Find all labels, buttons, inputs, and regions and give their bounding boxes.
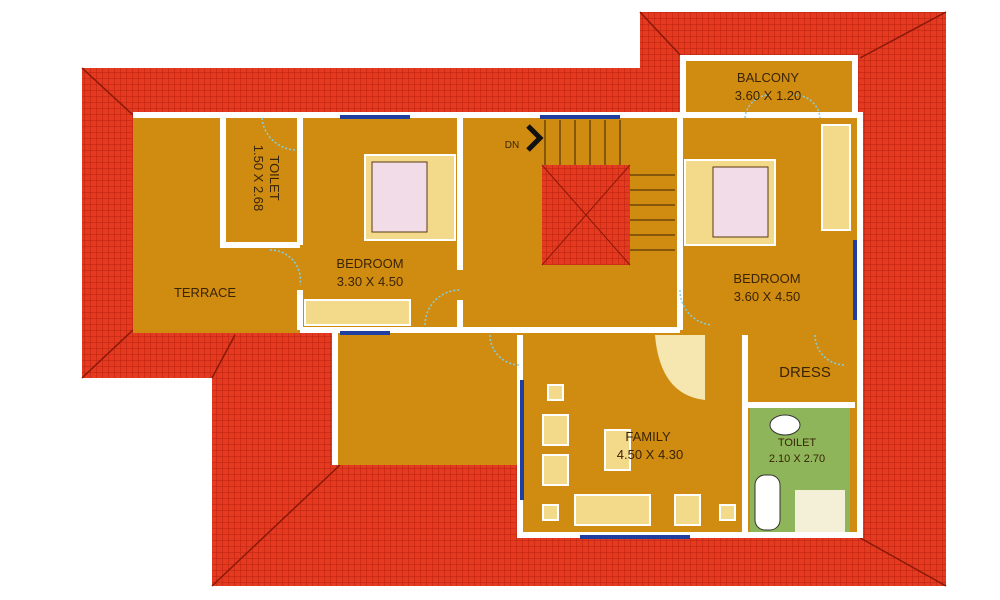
balcony-label: BALCONY <box>737 70 799 85</box>
bed-left <box>364 154 456 241</box>
wardrobe-dress <box>655 335 705 400</box>
bedroom-right-size: 3.60 X 4.50 <box>734 289 801 304</box>
toilet-fixtures <box>754 414 845 532</box>
door-swings <box>261 94 846 366</box>
toilet-right-label: TOILET <box>778 437 817 449</box>
family-furniture <box>542 384 736 526</box>
windows <box>340 115 857 539</box>
wardrobe-left <box>304 299 411 326</box>
wardrobe-right <box>821 124 851 231</box>
toilet-left-label: TOILET <box>267 155 282 200</box>
balcony-size: 3.60 X 1.20 <box>735 88 802 103</box>
walls <box>133 55 863 538</box>
bedroom-right-label: BEDROOM <box>733 271 800 286</box>
dress-label: DRESS <box>779 364 831 381</box>
roof-hip-lines <box>81 11 947 587</box>
stair-void-hip <box>541 164 631 266</box>
stair-direction-arrow-icon <box>526 124 544 152</box>
stair-treads <box>544 120 675 251</box>
bed-right <box>684 159 776 246</box>
family-size: 4.50 X 4.30 <box>617 447 684 462</box>
toilet-left-size: 1.50 X 2.68 <box>251 145 266 212</box>
stair-dn-label: DN <box>505 140 519 151</box>
family-label: FAMILY <box>625 429 671 444</box>
bedroom-left-size: 3.30 X 4.50 <box>337 274 404 289</box>
toilet-right-size: 2.10 X 2.70 <box>769 453 825 465</box>
bedroom-left-label: BEDROOM <box>336 256 403 271</box>
terrace-label: TERRACE <box>174 285 236 300</box>
